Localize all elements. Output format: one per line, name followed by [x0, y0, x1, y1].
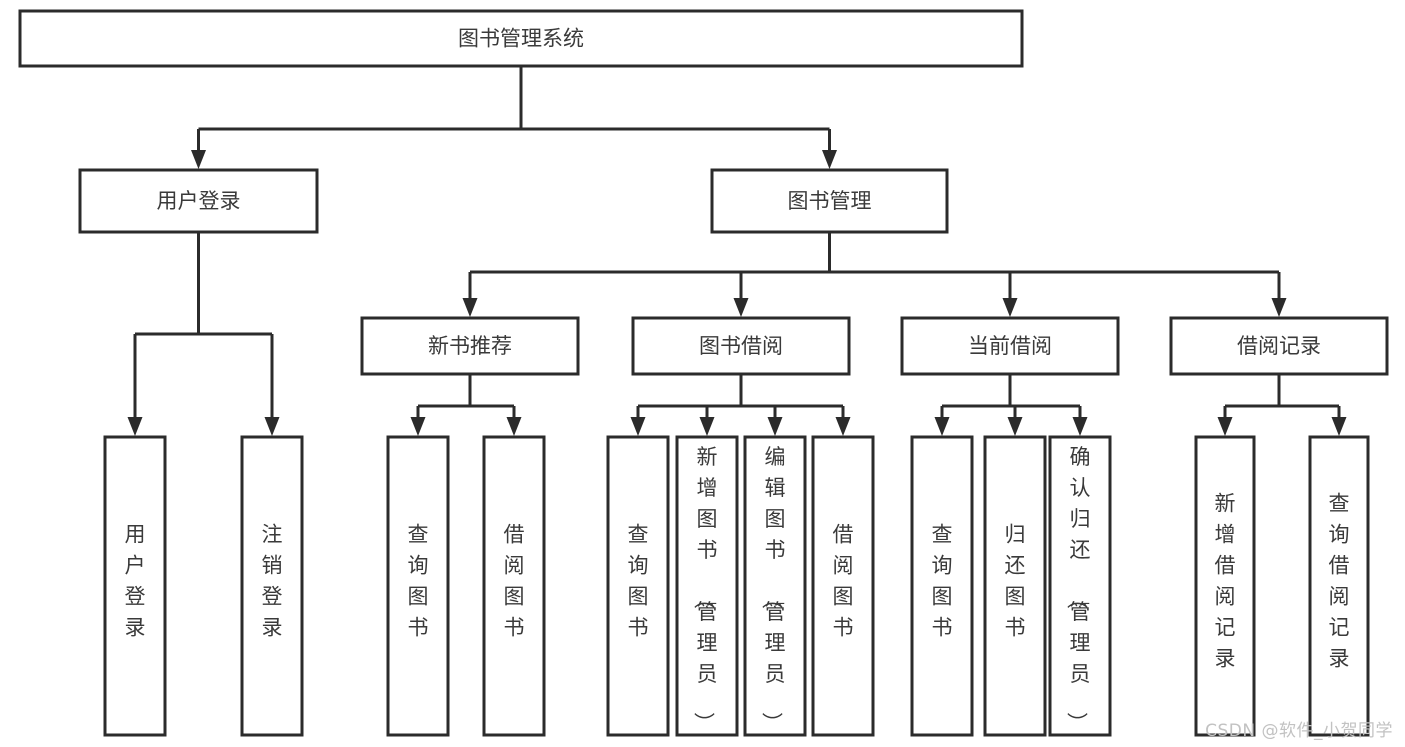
node-box-login [78, 168, 319, 234]
arrow-head-leaf-cur-query [934, 417, 950, 436]
arrow-head-current [1002, 298, 1018, 317]
arrow-head-newbook [462, 298, 478, 317]
arrow-head-leaf-borrow-query [630, 417, 646, 436]
node-box-newbook [360, 316, 580, 376]
node-box-root [18, 9, 1024, 68]
arrow-head-bookmgmt [822, 150, 837, 169]
arrow-head-leaf-user-login [127, 417, 143, 436]
node-leaf-cur-query[interactable]: 查询图书 [910, 435, 974, 737]
connector-layer [127, 66, 1347, 436]
node-label-leaf-rec-query: 查询借阅记录 [1329, 492, 1350, 671]
node-box-leaf-borrow-add [675, 435, 739, 737]
arrow-head-borrow [733, 298, 749, 317]
node-leaf-new-query[interactable]: 查询图书 [386, 435, 450, 737]
node-box-leaf-borrow-lend [811, 435, 875, 737]
node-borrow[interactable]: 图书借阅 [631, 316, 851, 376]
arrow-head-records [1271, 298, 1287, 317]
node-label-bookmgmt: 图书管理 [788, 189, 872, 213]
node-newbook[interactable]: 新书推荐 [360, 316, 580, 376]
node-label-leaf-new-borrow: 借阅图书 [504, 523, 525, 640]
node-label-borrow: 图书借阅 [699, 334, 783, 358]
node-leaf-borrow-lend[interactable]: 借阅图书 [811, 435, 875, 737]
node-root[interactable]: 图书管理系统 [18, 9, 1024, 68]
node-leaf-rec-add[interactable]: 新增借阅记录 [1194, 435, 1256, 737]
arrow-head-leaf-cur-confirm [1072, 417, 1088, 436]
node-label-current: 当前借阅 [968, 334, 1052, 358]
node-leaf-rec-query[interactable]: 查询借阅记录 [1308, 435, 1370, 737]
node-box-leaf-new-borrow [482, 435, 546, 737]
node-label-records: 借阅记录 [1237, 334, 1321, 358]
node-label-leaf-new-query: 查询图书 [408, 523, 429, 640]
node-box-records [1169, 316, 1389, 376]
node-leaf-user-logout[interactable]: 注销登录 [240, 435, 304, 737]
arrow-head-leaf-rec-query [1331, 417, 1347, 436]
node-box-leaf-borrow-query [606, 435, 670, 737]
node-box-leaf-cur-query [910, 435, 974, 737]
arrow-head-leaf-borrow-edit [767, 417, 783, 436]
node-label-leaf-cur-return: 归还图书 [1005, 523, 1026, 640]
node-label-leaf-borrow-add: 新增图书（管理员） [692, 445, 718, 733]
arrow-head-leaf-new-borrow [506, 417, 522, 436]
node-label-leaf-cur-confirm: 确认归还（管理员） [1065, 445, 1091, 733]
node-label-leaf-borrow-lend: 借阅图书 [833, 523, 854, 640]
node-label-login: 用户登录 [157, 189, 241, 213]
node-box-leaf-user-login [103, 435, 167, 737]
node-label-leaf-borrow-query: 查询图书 [628, 523, 649, 640]
node-layer: 图书管理系统用户登录图书管理新书推荐图书借阅当前借阅借阅记录用户登录注销登录查询… [18, 9, 1389, 737]
node-leaf-borrow-edit[interactable]: 编辑图书（管理员） [743, 435, 807, 737]
node-box-leaf-rec-query [1308, 435, 1370, 737]
arrow-head-leaf-rec-add [1217, 417, 1233, 436]
node-leaf-user-login[interactable]: 用户登录 [103, 435, 167, 737]
node-label-leaf-user-logout: 注销登录 [262, 523, 283, 640]
node-leaf-cur-return[interactable]: 归还图书 [983, 435, 1047, 737]
node-box-leaf-borrow-edit [743, 435, 807, 737]
arrow-head-leaf-user-logout [264, 417, 280, 436]
node-records[interactable]: 借阅记录 [1169, 316, 1389, 376]
node-leaf-cur-confirm[interactable]: 确认归还（管理员） [1048, 435, 1112, 737]
node-box-current [900, 316, 1120, 376]
node-box-leaf-rec-add [1194, 435, 1256, 737]
node-leaf-new-borrow[interactable]: 借阅图书 [482, 435, 546, 737]
node-box-bookmgmt [710, 168, 949, 234]
arrow-head-leaf-new-query [410, 417, 426, 436]
node-current[interactable]: 当前借阅 [900, 316, 1120, 376]
node-box-leaf-new-query [386, 435, 450, 737]
node-label-leaf-user-login: 用户登录 [125, 523, 146, 640]
node-box-borrow [631, 316, 851, 376]
node-label-leaf-cur-query: 查询图书 [932, 523, 953, 640]
node-leaf-borrow-add[interactable]: 新增图书（管理员） [675, 435, 739, 737]
node-box-leaf-cur-confirm [1048, 435, 1112, 737]
arrow-head-leaf-cur-return [1007, 417, 1023, 436]
node-label-leaf-borrow-edit: 编辑图书（管理员） [760, 445, 786, 733]
node-bookmgmt[interactable]: 图书管理 [710, 168, 949, 234]
node-leaf-borrow-query[interactable]: 查询图书 [606, 435, 670, 737]
node-box-leaf-cur-return [983, 435, 1047, 737]
csdn-watermark: CSDN @软件_小贺同学 [1205, 721, 1393, 741]
arrow-head-login [191, 150, 206, 169]
arrow-head-leaf-borrow-add [699, 417, 715, 436]
node-label-leaf-rec-add: 新增借阅记录 [1215, 492, 1236, 671]
arrow-head-leaf-borrow-lend [835, 417, 851, 436]
node-label-root: 图书管理系统 [458, 27, 584, 51]
node-box-leaf-user-logout [240, 435, 304, 737]
node-label-newbook: 新书推荐 [428, 334, 512, 358]
node-login[interactable]: 用户登录 [78, 168, 319, 234]
